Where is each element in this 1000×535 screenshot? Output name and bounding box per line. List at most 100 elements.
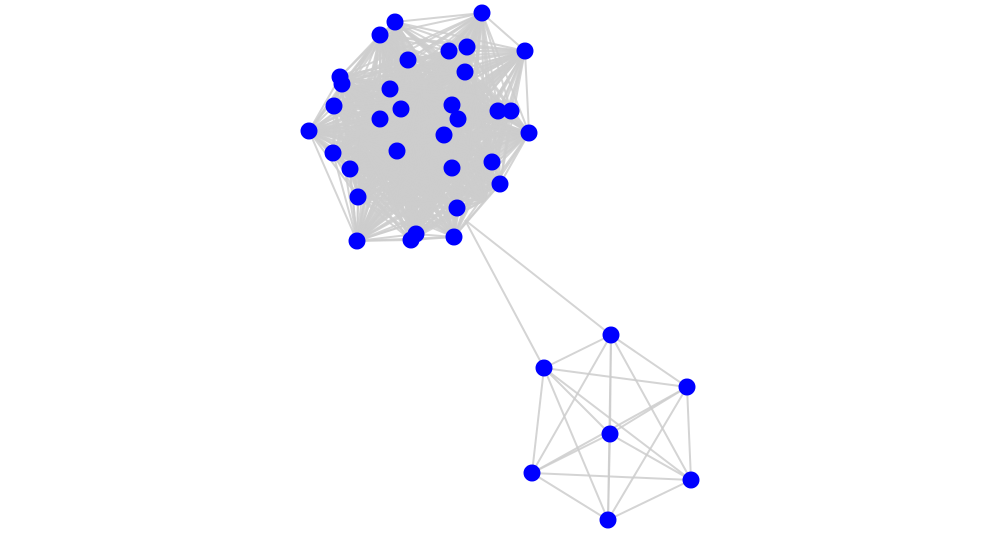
large-cluster-node xyxy=(386,13,404,31)
nodes-layer xyxy=(300,4,700,529)
large-cluster-node xyxy=(489,102,507,120)
large-cluster-edge xyxy=(419,94,471,151)
large-cluster-node xyxy=(449,110,467,128)
large-cluster-edge xyxy=(356,199,433,242)
large-cluster-edge xyxy=(394,12,483,23)
large-cluster-edge xyxy=(333,88,391,107)
large-cluster-node xyxy=(483,153,501,171)
large-cluster-node xyxy=(502,102,520,120)
large-cluster-edge xyxy=(339,76,476,96)
large-cluster-node xyxy=(445,228,463,246)
large-cluster-edge xyxy=(308,129,411,132)
small-cluster-edge xyxy=(531,367,545,474)
large-cluster-node xyxy=(392,100,410,118)
large-cluster-edge xyxy=(469,149,486,201)
large-cluster-node xyxy=(516,42,534,60)
large-cluster-edge xyxy=(409,129,433,201)
large-cluster-node xyxy=(520,124,538,142)
large-cluster-edge xyxy=(407,59,466,73)
large-cluster-edge xyxy=(379,169,486,201)
large-cluster-node xyxy=(349,188,367,206)
large-cluster-node xyxy=(333,75,351,93)
large-cluster-node xyxy=(371,110,389,128)
large-cluster-node xyxy=(448,199,466,217)
large-cluster-edge xyxy=(474,94,486,201)
small-cluster-edge xyxy=(543,367,611,435)
large-cluster-edge xyxy=(308,83,343,132)
large-cluster-edge xyxy=(339,71,466,78)
small-cluster-edge xyxy=(686,386,692,481)
large-cluster-node xyxy=(473,4,491,22)
small-cluster-edge xyxy=(543,367,688,388)
bridge-edge xyxy=(464,219,545,369)
edges-layer xyxy=(308,12,692,521)
large-cluster-edge xyxy=(359,139,433,201)
small-cluster-node xyxy=(602,326,620,344)
large-cluster-edge xyxy=(357,94,421,198)
small-cluster-node xyxy=(523,464,541,482)
large-cluster-node xyxy=(325,97,343,115)
large-cluster-node xyxy=(491,175,509,193)
large-cluster-node xyxy=(300,122,318,140)
large-cluster-edge xyxy=(394,199,486,206)
large-cluster-edge xyxy=(524,50,530,134)
large-cluster-edge xyxy=(466,46,530,134)
small-cluster-edge xyxy=(531,472,692,481)
large-cluster-edge xyxy=(379,34,450,52)
large-cluster-edge xyxy=(419,94,433,141)
small-cluster-node xyxy=(601,425,619,443)
large-cluster-edge xyxy=(394,21,526,52)
large-cluster-edge xyxy=(469,94,476,151)
large-cluster-edge xyxy=(410,149,471,241)
small-cluster-edge xyxy=(531,433,611,474)
large-cluster-node xyxy=(324,144,342,162)
large-cluster-edge xyxy=(394,149,471,206)
large-cluster-edge xyxy=(409,129,419,179)
large-cluster-edge xyxy=(466,46,499,112)
large-cluster-edge xyxy=(359,129,411,141)
large-cluster-edge xyxy=(356,169,381,242)
small-cluster-edge xyxy=(607,386,688,521)
large-cluster-node xyxy=(458,38,476,56)
large-cluster-edge xyxy=(394,129,411,206)
large-cluster-edge xyxy=(308,130,359,198)
large-cluster-node xyxy=(399,51,417,69)
bridge-edge xyxy=(464,219,612,336)
large-cluster-node xyxy=(456,63,474,81)
large-cluster-edge xyxy=(349,168,358,242)
large-cluster-node xyxy=(443,159,461,177)
large-cluster-edge xyxy=(332,152,358,242)
large-cluster-node xyxy=(348,232,366,250)
large-cluster-edge xyxy=(339,59,409,78)
large-cluster-node xyxy=(381,80,399,98)
small-cluster-node xyxy=(682,471,700,489)
large-cluster-edge xyxy=(359,94,421,141)
small-cluster-edge xyxy=(610,334,688,388)
small-cluster-edge xyxy=(543,367,609,521)
large-cluster-edge xyxy=(419,94,530,134)
large-cluster-edge xyxy=(481,12,526,52)
small-cluster-edge xyxy=(543,367,692,481)
large-cluster-edge xyxy=(409,94,476,131)
small-cluster-edge xyxy=(607,479,692,521)
large-cluster-node xyxy=(435,126,453,144)
small-cluster-edge xyxy=(543,334,612,369)
small-cluster-node xyxy=(599,511,617,529)
large-cluster-node xyxy=(443,96,461,114)
large-cluster-edge xyxy=(308,130,358,242)
large-cluster-edge xyxy=(464,71,530,134)
large-cluster-edge xyxy=(333,94,421,107)
large-cluster-edge xyxy=(417,94,421,179)
small-cluster-node xyxy=(678,378,696,396)
large-cluster-node xyxy=(341,160,359,178)
large-cluster-node xyxy=(371,26,389,44)
large-cluster-edge xyxy=(417,149,471,179)
large-cluster-edge xyxy=(394,204,455,238)
small-cluster-edge xyxy=(609,433,692,481)
large-cluster-node xyxy=(402,231,420,249)
large-cluster-edge xyxy=(466,46,526,52)
large-cluster-edge xyxy=(419,94,433,201)
large-cluster-node xyxy=(440,42,458,60)
large-cluster-edge xyxy=(359,139,486,201)
small-cluster-edge xyxy=(531,334,612,474)
